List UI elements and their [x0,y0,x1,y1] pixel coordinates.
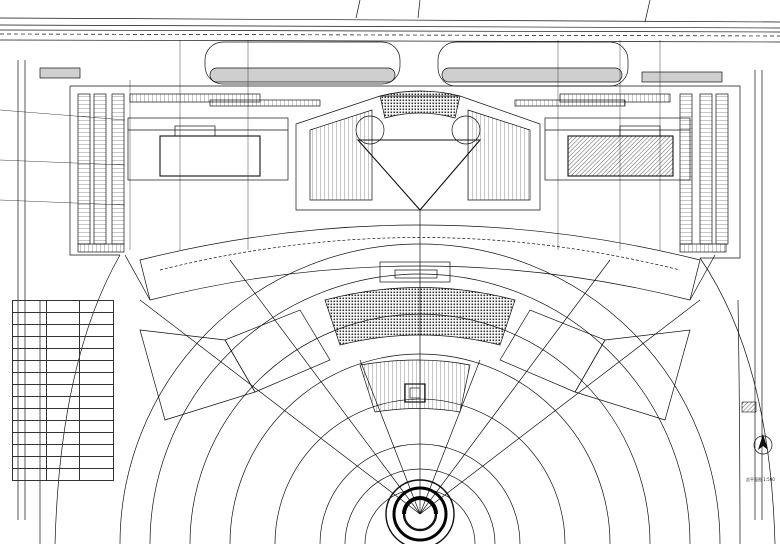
table-cell [12,384,47,397]
table-cell [79,360,114,373]
table-cell [12,360,47,373]
table-cell [45,408,81,421]
table-cell [45,468,81,481]
table-row [12,468,114,481]
table-cell [12,324,47,337]
table-cell [12,444,47,457]
table-cell [12,312,47,325]
table-cell [79,432,114,445]
north-arrow-icon [753,434,773,455]
table-cell [45,456,81,469]
table-row [12,444,114,457]
north-road [0,0,780,43]
table-cell [12,348,47,361]
table-cell [45,336,81,349]
table-cell [12,432,47,445]
table-cell [12,408,47,421]
table-cell [79,336,114,349]
top-parking-strips [39,41,723,87]
table-row [12,432,114,445]
table-row [12,348,114,361]
table-row [12,324,114,337]
table-row [12,300,114,313]
scale-label: 总平面图 1:500 [746,477,775,482]
table-row [12,384,114,397]
table-cell [79,456,114,469]
table-row [12,456,114,469]
table-cell [79,396,114,409]
table-cell [79,384,114,397]
left-parking-bays [77,93,125,253]
table-cell [12,372,47,385]
utility-lines [0,40,661,250]
table-cell [45,348,81,361]
table-cell [12,468,47,481]
left-building [127,117,289,181]
table-cell [45,420,81,433]
table-row [12,372,114,385]
table-row [12,408,114,421]
table-cell [45,300,81,313]
table-cell [45,384,81,397]
table-cell [45,324,81,337]
table-cell [79,348,114,361]
legend-hatch-icon [741,401,757,413]
table-row [12,312,114,325]
table-cell [79,408,114,421]
table-row [12,336,114,349]
main-building-wings [295,90,541,211]
table-row [12,420,114,433]
radial-axes [139,210,701,515]
table-cell [45,432,81,445]
technical-indicator-table [12,300,114,481]
table-cell [45,396,81,409]
right-building [544,117,691,181]
table-cell [12,396,47,409]
table-cell [45,360,81,373]
table-cell [12,420,47,433]
table-cell [12,456,47,469]
table-cell [79,300,114,313]
right-parking-bays [679,93,729,253]
table-cell [79,420,114,433]
table-cell [45,444,81,457]
table-cell [45,372,81,385]
table-cell [12,300,47,313]
table-cell [79,312,114,325]
table-row [12,360,114,373]
table-cell [79,372,114,385]
table-cell [45,312,81,325]
table-row [12,396,114,409]
table-cell [79,468,114,481]
table-cell [12,336,47,349]
table-cell [79,444,114,457]
table-cell [79,324,114,337]
